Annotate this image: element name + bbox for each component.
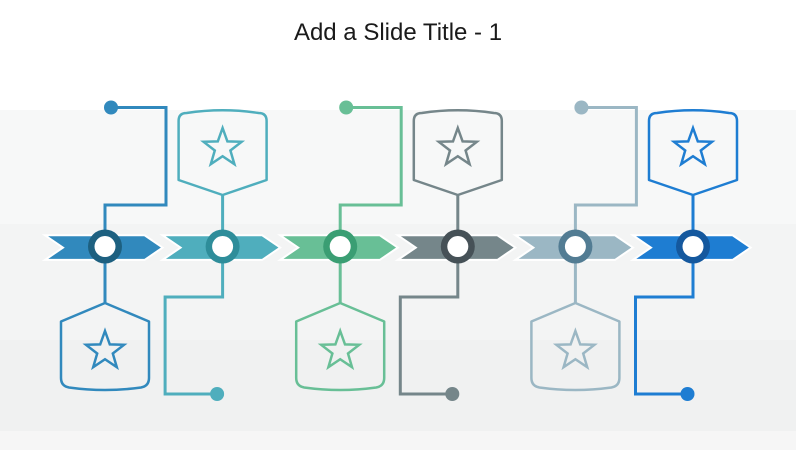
timeline-item-6[interactable] [647,109,739,264]
background-band-5 [0,431,796,450]
milestone-4-endpoint-dot [445,387,460,401]
milestone-2-badge[interactable] [177,109,268,197]
timeline-item-1[interactable] [59,229,151,392]
milestone-1-badge-shield [59,301,151,392]
milestone-6-node-center [682,236,704,257]
milestone-5-badge-shield [530,301,621,392]
milestone-5-node-center [564,236,586,257]
milestone-1-endpoint-dot [104,100,118,115]
milestone-4-node-center [447,236,469,257]
star-icon [82,327,128,371]
milestone-2-connectors [163,194,225,401]
milestone-6-elbow-connector [634,246,695,396]
milestone-3-node-center [329,236,351,257]
slide-title[interactable]: Add a Slide Title - 1 [293,19,503,46]
milestone-2-elbow-connector [163,246,225,396]
milestone-3-badge-shield [294,301,386,392]
milestone-4-connectors [398,194,460,401]
milestone-5-elbow-connector [573,106,638,247]
milestone-3-connectors [338,100,403,304]
milestone-5-badge[interactable] [530,301,621,392]
star-icon [317,327,363,371]
milestone-2-endpoint-dot [210,387,225,401]
timeline-item-2[interactable] [177,109,268,264]
star-icon [200,124,246,168]
background-band-1 [0,0,796,110]
milestone-1-badge[interactable] [59,301,151,392]
milestone-1-node-center [94,236,116,257]
star-icon [552,327,598,371]
milestone-1-elbow-connector [103,106,168,247]
milestone-5-endpoint-dot [574,100,589,115]
milestone-2-badge-shield [177,109,268,197]
milestone-6-badge[interactable] [647,109,739,197]
milestone-4-badge-shield [412,109,504,197]
milestone-3-endpoint-dot [339,100,354,115]
milestone-3-badge[interactable] [294,301,386,392]
milestone-6-badge-shield [647,109,739,197]
connector-layer [103,100,695,401]
timeline-item-5[interactable] [530,229,621,392]
chevron-layer [41,234,753,261]
milestone-5-connectors [573,100,638,304]
star-icon [670,124,716,168]
milestone-1-connectors [103,100,168,304]
background-band-4 [0,340,796,431]
milestone-4-elbow-connector [398,246,460,396]
node-layer [59,109,739,392]
milestone-6-endpoint-dot [680,387,695,401]
star-icon [435,124,481,168]
milestone-2-node-center [212,236,234,257]
milestone-3-elbow-connector [338,106,403,247]
milestone-6-connectors [634,194,695,401]
milestone-4-badge[interactable] [412,109,504,197]
timeline-item-4[interactable] [412,109,504,264]
timeline-item-3[interactable] [294,229,386,392]
